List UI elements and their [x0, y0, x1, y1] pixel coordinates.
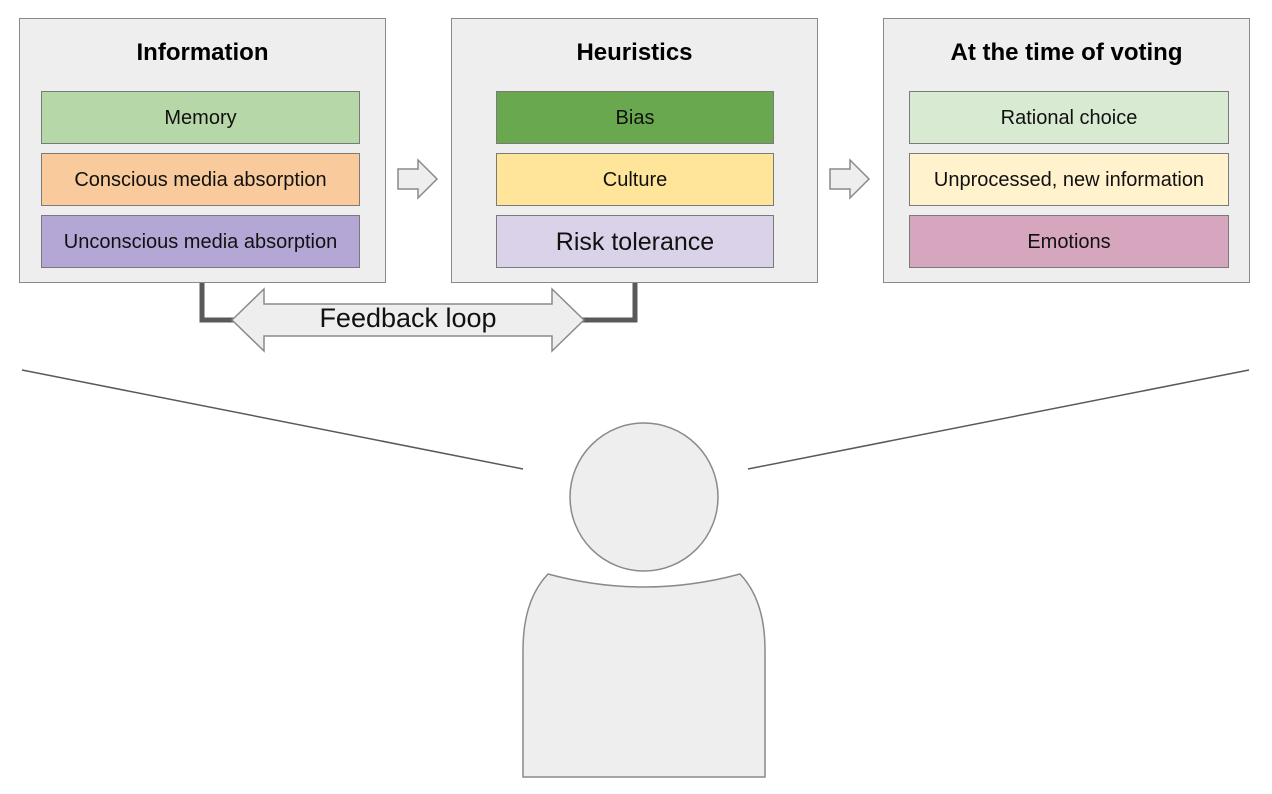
- person-head: [569, 422, 719, 572]
- unprocessed-info-box: Unprocessed, new information: [909, 153, 1229, 206]
- double-arrow-icon: [230, 287, 586, 353]
- bias-box: Bias: [496, 91, 774, 144]
- information-title: Information: [136, 39, 269, 66]
- unconscious-media-box: Unconscious media absorption: [41, 215, 360, 268]
- person-icon: [522, 422, 766, 778]
- sight-line-right: [747, 369, 1250, 470]
- risk-tolerance-box: Risk tolerance: [496, 215, 774, 268]
- conscious-media-box: Conscious media absorption: [41, 153, 360, 206]
- person-body: [522, 573, 766, 778]
- rational-choice-box: Rational choice: [909, 91, 1229, 144]
- feedback-bracket-left: [199, 283, 236, 323]
- memory-box: Memory: [41, 91, 360, 144]
- sight-line-left: [21, 369, 524, 470]
- arrow-right-icon: [397, 158, 439, 200]
- feedback-loop-label: Feedback loop: [319, 303, 497, 333]
- emotions-box: Emotions: [909, 215, 1229, 268]
- voting-panel: At the time of voting Rational choice Un…: [883, 18, 1250, 283]
- heuristics-title: Heuristics: [576, 39, 693, 66]
- information-panel: Information Memory Conscious media absor…: [19, 18, 386, 283]
- feedback-bracket-right: [581, 283, 638, 323]
- culture-box: Culture: [496, 153, 774, 206]
- arrow-right-icon: [829, 158, 871, 200]
- voting-title: At the time of voting: [950, 39, 1183, 66]
- heuristics-panel: Heuristics Bias Culture Risk tolerance: [451, 18, 818, 283]
